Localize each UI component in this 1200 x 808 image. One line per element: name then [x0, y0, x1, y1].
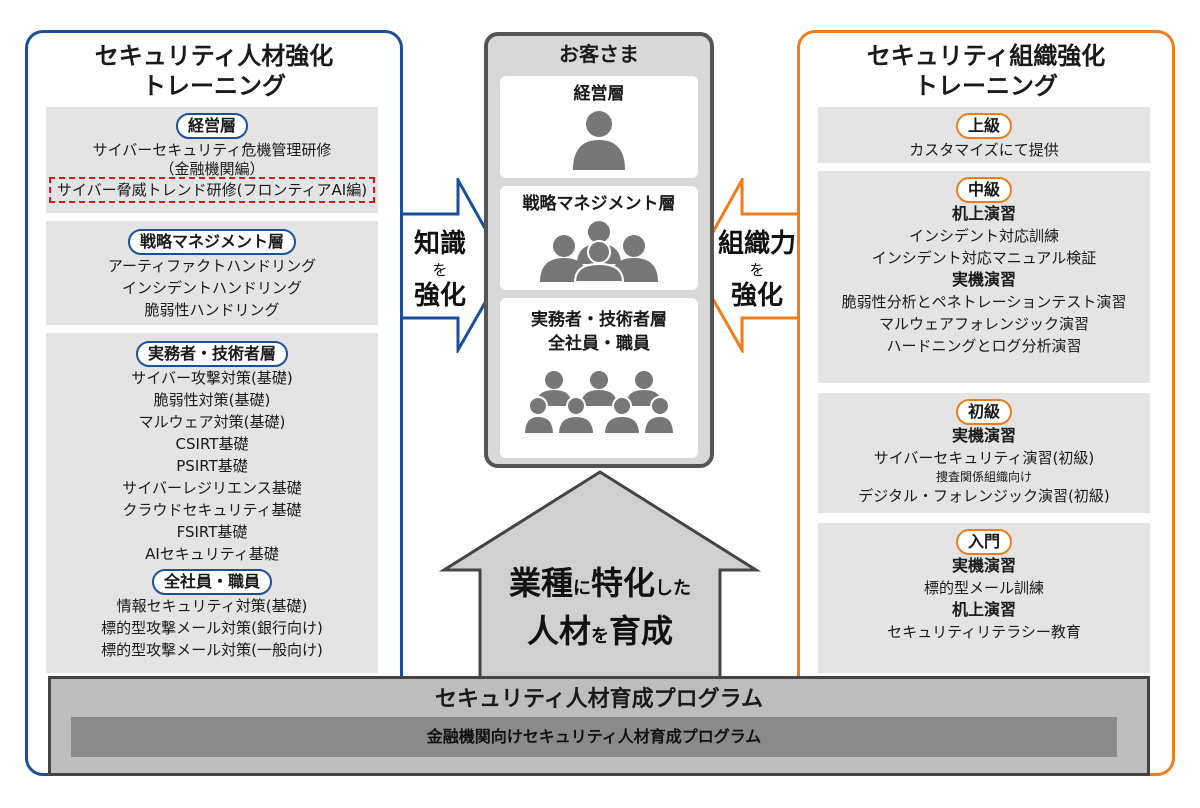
- left-panel-title-2: トレーニング: [142, 72, 286, 100]
- course-category: 机上演習: [951, 600, 1016, 619]
- section-label: 中級: [955, 177, 1012, 203]
- customer-box: お客さま 経営層 戦略マネジメント層 実務者・技術者層 全社員・職員: [484, 32, 714, 468]
- right-arrow-label: 組織力 を 強化: [712, 228, 802, 312]
- course-item: サイバーセキュリティ危機管理研修: [92, 141, 332, 159]
- tier-label: 戦略マネジメント層: [522, 194, 676, 214]
- customer-title: お客さま: [559, 42, 639, 66]
- tier-label: 経営層: [573, 84, 625, 104]
- section-label: 戦略マネジメント層: [127, 229, 296, 255]
- course-item: 脆弱性分析とペネトレーションテスト演習: [841, 293, 1127, 311]
- section-label: 初級: [955, 399, 1012, 425]
- right-section-intermediate: 中級 机上演習 インシデント対応訓練 インシデント対応マニュアル検証 実機演習 …: [818, 171, 1150, 383]
- right-arrow-word-1: 組織力: [717, 229, 796, 259]
- center-arrow-label: 業種に特化した 人材を育成: [470, 562, 730, 658]
- person-icon: [573, 111, 625, 170]
- left-arrow-label: 知識 を 強化: [405, 228, 475, 312]
- people-group-icon: [540, 221, 658, 282]
- section-label: 実務者・技術者層: [135, 341, 288, 367]
- course-item: サイバーレジリエンス基礎: [122, 479, 302, 497]
- section-label: 全社員・職員: [151, 569, 272, 595]
- course-note: 捜査関係組織向け: [935, 470, 1032, 484]
- course-category: 実機演習: [951, 556, 1016, 575]
- center-up-arrow: [438, 470, 762, 690]
- center-arrow-text: 育成: [609, 612, 674, 650]
- tier-label: 全社員・職員: [548, 334, 650, 354]
- highlighted-course-item: サイバー脅威トレンド研修(フロンティアAI編): [48, 177, 376, 203]
- right-panel-title-1: セキュリティ組織強化: [866, 42, 1106, 70]
- course-item: 標的型攻撃メール対策(銀行向け): [101, 619, 323, 637]
- left-section-executive: 経営層 サイバーセキュリティ危機管理研修 （金融機関編） サイバー脅威トレンド研…: [46, 107, 378, 213]
- course-item: クラウドセキュリティ基礎: [122, 501, 302, 519]
- right-panel: セキュリティ組織強化 トレーニング 上級 カスタマイズにて提供 中級 机上演習 …: [797, 30, 1175, 776]
- program-title: セキュリティ人材育成プログラム: [434, 687, 764, 712]
- crowd-icon: [524, 371, 674, 435]
- course-item: インシデントハンドリング: [121, 279, 302, 297]
- course-item: 標的型メール訓練: [923, 579, 1044, 597]
- right-arrow: [692, 178, 802, 353]
- course-category: 実機演習: [951, 426, 1016, 445]
- left-panel-title-1: セキュリティ人材強化: [94, 42, 334, 70]
- course-item: サイバーセキュリティ演習(初級): [873, 449, 1095, 467]
- program-bar: セキュリティ人材育成プログラム 金融機関向けセキュリティ人材育成プログラム: [48, 676, 1150, 776]
- course-item: セキュリティリテラシー教育: [887, 623, 1081, 641]
- center-arrow-text: した: [655, 578, 692, 599]
- course-item: インシデント対応訓練: [908, 227, 1059, 245]
- course-item: カスタマイズにて提供: [909, 141, 1059, 159]
- left-section-practitioner: 実務者・技術者層 サイバー攻撃対策(基礎) 脆弱性対策(基礎) マルウェア対策(…: [46, 333, 378, 673]
- left-arrow-word-2: を: [432, 261, 448, 279]
- center-arrow-text: を: [591, 626, 609, 647]
- left-panel: セキュリティ人材強化 トレーニング 経営層 サイバーセキュリティ危機管理研修 （…: [25, 30, 403, 776]
- section-label: 上級: [955, 113, 1012, 139]
- course-item: アーティファクトハンドリング: [107, 257, 317, 275]
- course-item: マルウェアフォレンジック演習: [878, 315, 1089, 333]
- left-section-strategic: 戦略マネジメント層 アーティファクトハンドリング インシデントハンドリング 脆弱…: [46, 221, 378, 325]
- course-item: CSIRT基礎: [175, 435, 249, 453]
- course-item: マルウェア対策(基礎): [138, 413, 286, 431]
- customer-tier-strategic: 戦略マネジメント層: [500, 186, 698, 290]
- right-section-introductory: 入門 実機演習 標的型メール訓練 机上演習 セキュリティリテラシー教育: [818, 523, 1150, 673]
- right-panel-title-2: トレーニング: [914, 72, 1058, 100]
- left-arrow: [398, 178, 508, 353]
- course-category: 実機演習: [951, 270, 1016, 289]
- course-item: FSIRT基礎: [176, 523, 248, 541]
- center-arrow-line-1: 業種に特化した: [470, 562, 730, 610]
- section-label: 経営層: [175, 113, 248, 139]
- left-arrow-word-1: 知識: [413, 229, 466, 259]
- course-item: 脆弱性対策(基礎): [153, 391, 271, 409]
- center-arrow-text: 業種: [508, 564, 573, 602]
- tier-label: 実務者・技術者層: [531, 310, 667, 330]
- course-item: インシデント対応マニュアル検証: [871, 249, 1097, 267]
- course-item: AIセキュリティ基礎: [145, 545, 279, 563]
- course-item: 情報セキュリティ対策(基礎): [116, 597, 308, 615]
- center-arrow-text: 特化: [591, 564, 656, 602]
- course-category: 机上演習: [951, 204, 1016, 223]
- center-arrow-text: に: [573, 578, 591, 599]
- program-subtitle: 金融機関向けセキュリティ人材育成プログラム: [71, 717, 1117, 757]
- center-arrow-line-2: 人材を育成: [470, 610, 730, 658]
- right-arrow-word-2: を: [749, 261, 765, 279]
- customer-tier-executive: 経営層: [500, 76, 698, 178]
- course-item: ハードニングとログ分析演習: [886, 337, 1082, 355]
- left-arrow-word-3: 強化: [413, 281, 466, 311]
- center-arrow-text: 人材: [526, 612, 591, 650]
- course-item: （金融機関編）: [159, 160, 265, 178]
- course-item: デジタル・フォレンジック演習(初級): [858, 487, 1110, 505]
- course-item: サイバー攻撃対策(基礎): [131, 369, 293, 387]
- course-item: PSIRT基礎: [176, 457, 248, 475]
- course-item: 脆弱性ハンドリング: [144, 301, 280, 319]
- right-section-beginner: 初級 実機演習 サイバーセキュリティ演習(初級) 捜査関係組織向け デジタル・フ…: [818, 393, 1150, 513]
- right-section-advanced: 上級 カスタマイズにて提供: [818, 107, 1150, 163]
- section-label: 入門: [955, 529, 1012, 555]
- course-item: 標的型攻撃メール対策(一般向け): [101, 641, 323, 659]
- customer-tier-practitioner: 実務者・技術者層 全社員・職員: [500, 298, 698, 458]
- right-arrow-word-3: 強化: [730, 281, 783, 311]
